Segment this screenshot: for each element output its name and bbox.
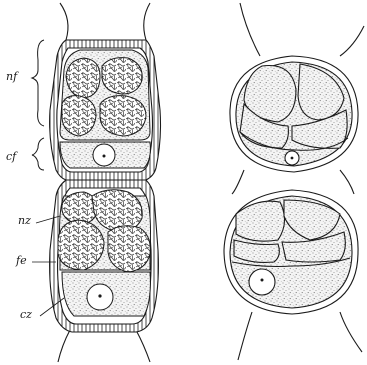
label-cz: cz — [20, 308, 32, 321]
label-cf: cf — [6, 150, 18, 163]
right-filament — [224, 3, 364, 360]
lower-cell-contents — [58, 190, 151, 316]
nucleus-4 — [100, 96, 146, 136]
nucleus-2 — [102, 58, 142, 94]
nz-nucleus-d — [108, 226, 150, 272]
label-fe: fe — [15, 254, 27, 267]
label-brackets — [32, 40, 44, 170]
nucleus-3 — [62, 96, 96, 136]
label-nz: nz — [18, 214, 31, 227]
label-nf: nf — [6, 70, 19, 83]
upper-cell-contents — [60, 50, 150, 168]
right-lower-nucleus — [249, 269, 275, 295]
